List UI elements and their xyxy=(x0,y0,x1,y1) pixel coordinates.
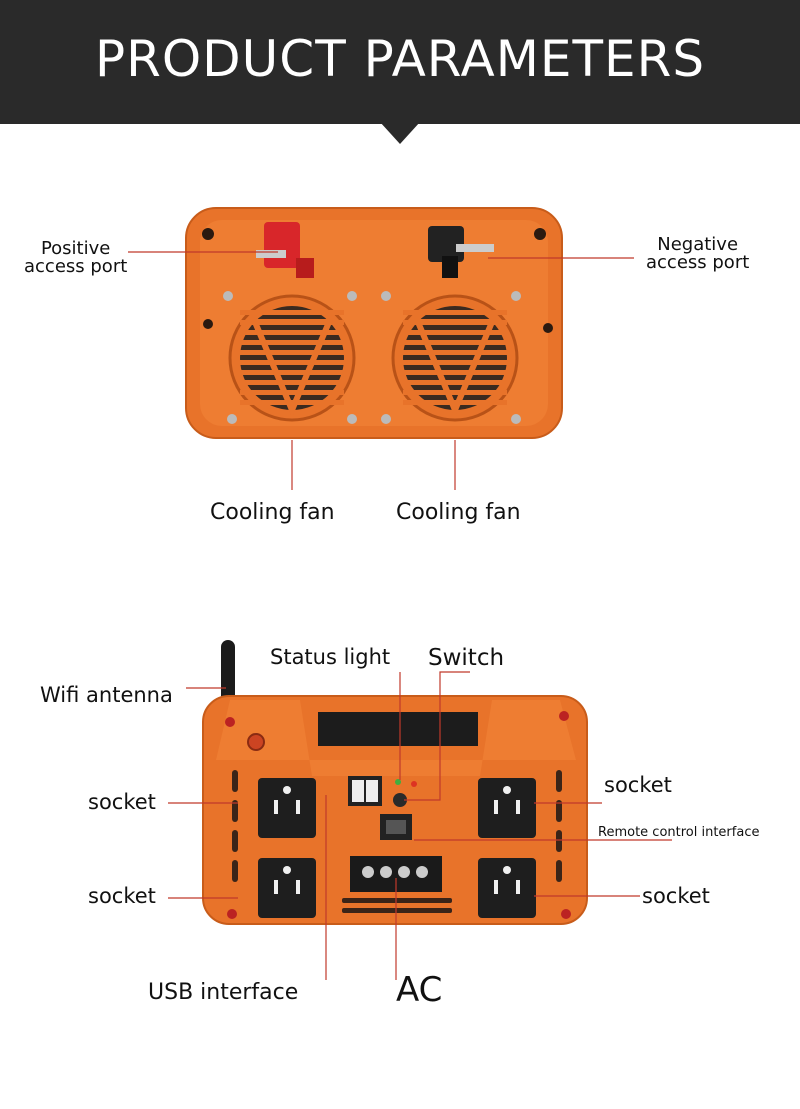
header-banner: PRODUCT PARAMETERS xyxy=(0,0,800,124)
socket-left-top-label: socket xyxy=(88,790,156,814)
usb-interface-label: USB interface xyxy=(148,980,299,1005)
socket-left-bottom-label: socket xyxy=(88,884,156,908)
cooling-fan-right-label: Cooling fan xyxy=(396,500,521,525)
negative-terminal xyxy=(428,226,494,278)
remote-control-interface-label: Remote control interface xyxy=(598,825,760,840)
positive-terminal xyxy=(256,222,314,278)
status-light-label: Status light xyxy=(270,645,391,669)
usb-ports-shape xyxy=(348,776,382,806)
positive-label-line2: access port xyxy=(24,256,128,277)
socket-right-top-label: socket xyxy=(604,773,672,797)
positive-label-line1: Positive xyxy=(40,238,111,259)
bottom-unit xyxy=(202,640,588,925)
wifi-antenna-label: Wifi antenna xyxy=(40,683,173,707)
switch-label: Switch xyxy=(428,645,505,671)
socket-top-left-shape xyxy=(258,778,316,838)
top-leader-lines xyxy=(128,251,634,490)
negative-label-line1: Negative xyxy=(657,234,739,255)
bottom-leader-lines xyxy=(168,671,672,980)
top-unit xyxy=(185,207,563,439)
cooling-fan-left xyxy=(228,294,356,422)
ac-label: AC xyxy=(396,970,443,1010)
ac-terminal-shape xyxy=(350,856,442,892)
socket-bottom-left-shape xyxy=(258,858,316,918)
socket-top-right-shape xyxy=(478,778,536,838)
header-notch xyxy=(380,122,420,144)
page-title: PRODUCT PARAMETERS xyxy=(94,30,706,88)
positive-access-port-label: Positive access port xyxy=(24,240,127,276)
cooling-fan-right xyxy=(391,294,519,422)
cooling-fan-left-label: Cooling fan xyxy=(210,500,335,525)
negative-access-port-label: Negative access port xyxy=(646,236,749,272)
socket-bottom-right-shape xyxy=(478,858,536,918)
negative-label-line2: access port xyxy=(646,252,750,273)
socket-right-bottom-label: socket xyxy=(642,884,710,908)
